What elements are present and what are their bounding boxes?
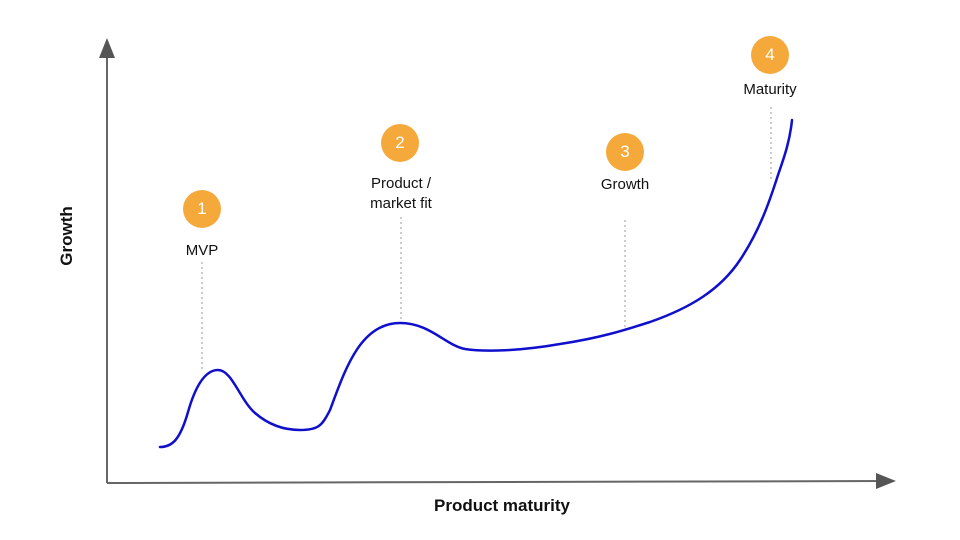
x-axis-label: Product maturity: [433, 496, 571, 515]
stage-1-badge: 1: [183, 190, 221, 228]
stage-4-badge: 4: [751, 36, 789, 74]
stage-1-number: 1: [197, 199, 207, 218]
x-axis: [106, 473, 896, 490]
stage-4-label: Maturity: [743, 81, 797, 98]
stage-3-number: 3: [620, 142, 630, 161]
stage-3-badge: 3: [606, 133, 644, 171]
y-axis-label: Growth: [57, 206, 76, 266]
growth-curve: [158, 118, 794, 449]
stage-2-number: 2: [395, 133, 405, 152]
stage-1-label: MVP: [185, 242, 219, 259]
stage-4-number: 4: [765, 45, 775, 64]
stage-3-label: Growth: [600, 176, 650, 193]
stage-2-badge: 2: [381, 124, 419, 162]
stage-2-label: Product / market fit: [370, 175, 432, 212]
